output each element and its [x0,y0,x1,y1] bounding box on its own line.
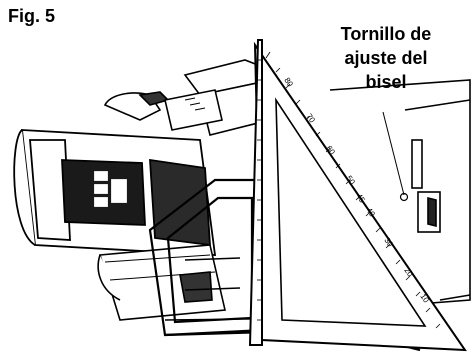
speed-square [248,39,467,352]
callout-line: ajuste del [344,48,428,68]
figure-label: Fig. 5 [8,6,56,26]
ruler-tick-marks [257,59,262,321]
scale-tick-marks [265,51,441,329]
callout-line: bisel [365,72,407,92]
callout-line: Tornillo de [340,24,432,44]
callout-leader-line [382,111,405,196]
fence-body [329,79,471,306]
saw-handle [13,129,217,256]
saw-base [97,244,226,321]
callout-label: Tornillo de ajuste del bisel [300,22,472,94]
